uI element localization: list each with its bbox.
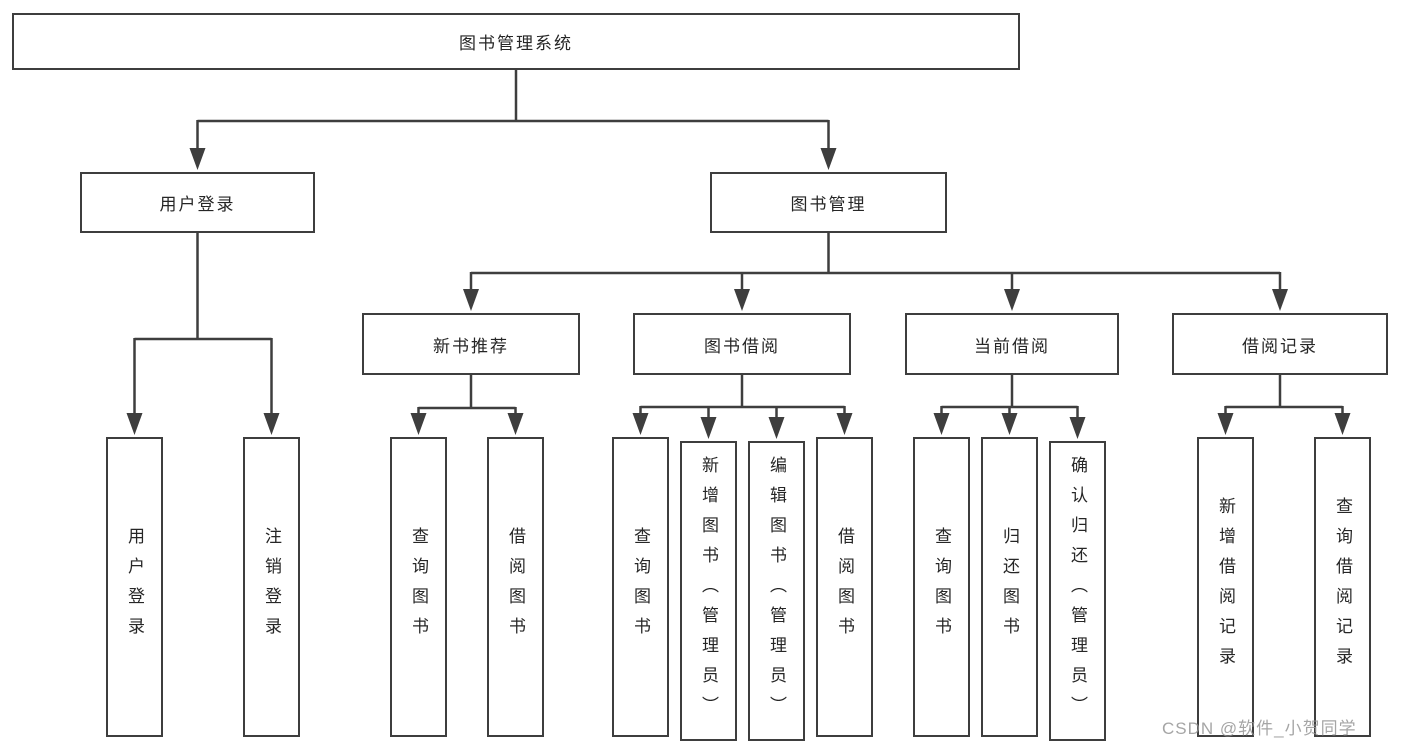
down-arrow-icon (768, 417, 785, 439)
node-book-management: 图书管理 (710, 172, 947, 233)
down-arrow-icon (463, 289, 479, 311)
leaf-records-query-borrow-record: 查询借阅记录 (1314, 437, 1371, 737)
down-arrow-icon (1272, 289, 1288, 311)
down-arrow-icon (1334, 413, 1351, 435)
down-arrow-icon (410, 413, 427, 435)
node-book-borrow: 图书借阅 (633, 313, 851, 375)
down-arrow-icon (189, 148, 206, 170)
down-arrow-icon (700, 417, 717, 439)
csdn-watermark: CSDN @软件_小贺同学 (1162, 719, 1357, 738)
node-user-login-group: 用户登录 (80, 172, 315, 233)
down-arrow-icon (1004, 289, 1020, 311)
leaf-logout: 注销登录 (243, 437, 300, 737)
node-borrow-records: 借阅记录 (1172, 313, 1388, 375)
leaf-current-return-books: 归还图书 (981, 437, 1038, 737)
node-current-borrow: 当前借阅 (905, 313, 1119, 375)
down-arrow-icon (632, 413, 649, 435)
leaf-borrow-add-books-admin: 新增图书（管理员） (680, 441, 737, 741)
down-arrow-icon (263, 413, 280, 435)
leaf-recommend-query-books: 查询图书 (390, 437, 447, 737)
leaf-borrow-query-books: 查询图书 (612, 437, 669, 737)
down-arrow-icon (734, 289, 750, 311)
down-arrow-icon (1217, 413, 1234, 435)
leaf-current-confirm-return-admin: 确认归还（管理员） (1049, 441, 1106, 741)
down-arrow-icon (933, 413, 950, 435)
arrowheads (126, 148, 1351, 439)
down-arrow-icon (1069, 417, 1086, 439)
leaf-user-login: 用户登录 (106, 437, 163, 737)
leaf-borrow-borrow-books: 借阅图书 (816, 437, 873, 737)
node-root-library-management-system: 图书管理系统 (12, 13, 1020, 70)
leaf-records-add-borrow-record: 新增借阅记录 (1197, 437, 1254, 737)
node-new-book-recommend: 新书推荐 (362, 313, 580, 375)
leaf-borrow-edit-books-admin: 编辑图书（管理员） (748, 441, 805, 741)
leaf-recommend-borrow-books: 借阅图书 (487, 437, 544, 737)
down-arrow-icon (820, 148, 837, 170)
down-arrow-icon (507, 413, 524, 435)
down-arrow-icon (126, 413, 143, 435)
leaf-current-query-books: 查询图书 (913, 437, 970, 737)
down-arrow-icon (1001, 413, 1018, 435)
down-arrow-icon (836, 413, 853, 435)
